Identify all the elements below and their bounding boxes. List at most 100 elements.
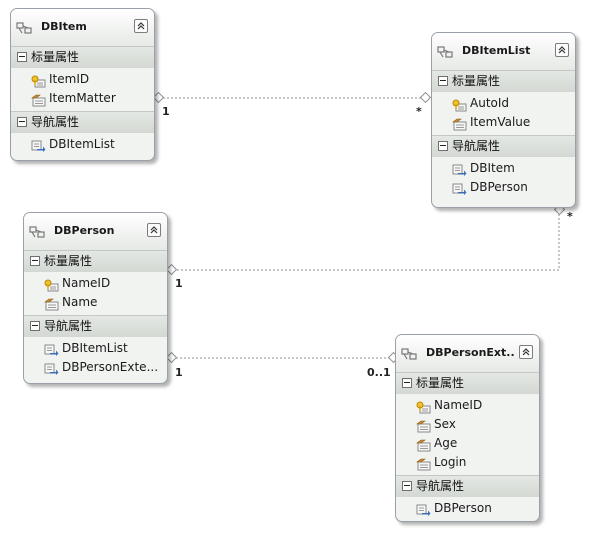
scalar-property-row[interactable]: ItemID — [11, 70, 154, 89]
scalar-property-row[interactable]: AutoId — [432, 94, 575, 113]
entity-header[interactable]: DBItemList — [432, 33, 575, 70]
section-label: 标量属性 — [44, 254, 93, 268]
collapse-toggle-icon[interactable] — [402, 481, 412, 491]
multiplicity-label: * — [416, 105, 422, 118]
scalar-properties-section[interactable]: 标量属性 — [11, 46, 154, 68]
multiplicity-label: 1 — [175, 277, 183, 290]
scalar-property-row[interactable]: NameID — [396, 396, 539, 415]
navigation-properties-section[interactable]: 导航属性 — [432, 135, 575, 157]
property-name: AutoId — [470, 96, 510, 110]
section-label: 导航属性 — [452, 139, 501, 153]
scalar-property-icon — [416, 418, 431, 433]
navigation-properties-section[interactable]: 导航属性 — [11, 111, 154, 133]
collapse-chevron-icon[interactable] — [519, 345, 533, 359]
navigation-properties-section[interactable]: 导航属性 — [24, 315, 167, 337]
navigation-property-icon — [31, 138, 46, 152]
association-endpoint — [419, 91, 432, 104]
navigation-property-icon — [452, 162, 467, 176]
navigation-property-icon — [44, 361, 59, 375]
entity-icon — [29, 224, 47, 238]
association-line-itemlist-person[interactable] — [172, 210, 560, 271]
entity-header[interactable]: DBItem — [11, 9, 154, 46]
collapse-toggle-icon[interactable] — [30, 321, 40, 331]
association-endpoint — [165, 263, 178, 276]
scalar-property-row[interactable]: Sex — [396, 415, 539, 434]
scalar-properties-section[interactable]: 标量属性 — [432, 70, 575, 92]
scalar-property-row[interactable]: Login — [396, 453, 539, 472]
property-name: NameID — [62, 276, 111, 290]
collapse-toggle-icon[interactable] — [30, 256, 40, 266]
entity-header[interactable]: DBPersonExt... — [396, 335, 539, 372]
navigation-property-icon — [44, 342, 59, 356]
section-label: 导航属性 — [31, 115, 80, 129]
key-property-icon — [44, 277, 59, 292]
scalar-property-icon — [452, 116, 467, 131]
navigation-property-row[interactable]: DBPersonExte... — [24, 358, 167, 377]
property-name: DBItemList — [62, 341, 128, 355]
key-property-icon — [416, 399, 431, 414]
property-name: Name — [62, 295, 98, 309]
navigation-property-row[interactable]: DBItem — [432, 159, 575, 178]
collapse-chevron-icon[interactable] — [134, 19, 148, 33]
property-name: ItemValue — [470, 115, 531, 129]
navigation-property-row[interactable]: DBItemList — [11, 135, 154, 154]
scalar-property-icon — [416, 456, 431, 471]
collapse-toggle-icon[interactable] — [402, 378, 412, 388]
property-name: NameID — [434, 398, 483, 412]
scalar-properties-section[interactable]: 标量属性 — [24, 250, 167, 272]
scalar-property-icon — [31, 92, 46, 107]
scalar-property-row[interactable]: NameID — [24, 274, 167, 293]
scalar-property-icon — [44, 296, 59, 311]
scalar-property-row[interactable]: Name — [24, 293, 167, 312]
navigation-property-row[interactable]: DBPerson — [396, 499, 539, 518]
entity-icon — [401, 346, 419, 360]
navigation-property-row[interactable]: DBItemList — [24, 339, 167, 358]
entity-title: DBPerson — [54, 224, 115, 237]
entity-title: DBItemList — [462, 44, 531, 57]
collapse-toggle-icon[interactable] — [438, 76, 448, 86]
multiplicity-label: 1 — [162, 105, 170, 118]
navigation-property-icon — [416, 502, 431, 516]
property-name: DBItemList — [49, 137, 115, 151]
collapse-toggle-icon[interactable] — [17, 117, 27, 127]
property-name: Sex — [434, 417, 456, 431]
scalar-properties-section[interactable]: 标量属性 — [396, 372, 539, 394]
multiplicity-label: 1 — [175, 366, 183, 379]
entity-header[interactable]: DBPerson — [24, 213, 167, 250]
scalar-property-row[interactable]: ItemMatter — [11, 89, 154, 108]
entity-icon — [16, 20, 34, 34]
scalar-property-icon — [416, 437, 431, 452]
collapse-toggle-icon[interactable] — [438, 141, 448, 151]
navigation-properties-section[interactable]: 导航属性 — [396, 475, 539, 497]
section-label: 导航属性 — [44, 319, 93, 333]
section-label: 标量属性 — [452, 74, 501, 88]
collapse-toggle-icon[interactable] — [17, 52, 27, 62]
entity-dbitem[interactable]: DBItem 标量属性 ItemID ItemMatter 导航属性 DBItemList — [10, 8, 155, 161]
entity-icon — [437, 44, 455, 58]
scalar-property-row[interactable]: ItemValue — [432, 113, 575, 132]
section-label: 导航属性 — [416, 479, 465, 493]
scalar-property-row[interactable]: Age — [396, 434, 539, 453]
entity-title: DBItem — [41, 20, 87, 33]
multiplicity-label: 0..1 — [367, 366, 391, 379]
property-name: Login — [434, 455, 467, 469]
property-name: ItemID — [49, 72, 90, 86]
navigation-property-icon — [452, 181, 467, 195]
navigation-property-row[interactable]: DBPerson — [432, 178, 575, 197]
association-endpoint — [165, 351, 178, 364]
collapse-chevron-icon[interactable] — [147, 223, 161, 237]
key-property-icon — [452, 97, 467, 112]
property-name: DBPersonExte... — [62, 360, 159, 374]
property-name: DBPerson — [470, 180, 528, 194]
association-endpoint — [152, 91, 165, 104]
property-name: ItemMatter — [49, 91, 116, 105]
key-property-icon — [31, 73, 46, 88]
property-name: DBItem — [470, 161, 515, 175]
multiplicity-label: * — [567, 210, 573, 223]
collapse-chevron-icon[interactable] — [555, 43, 569, 57]
section-label: 标量属性 — [416, 376, 465, 390]
section-label: 标量属性 — [31, 50, 80, 64]
